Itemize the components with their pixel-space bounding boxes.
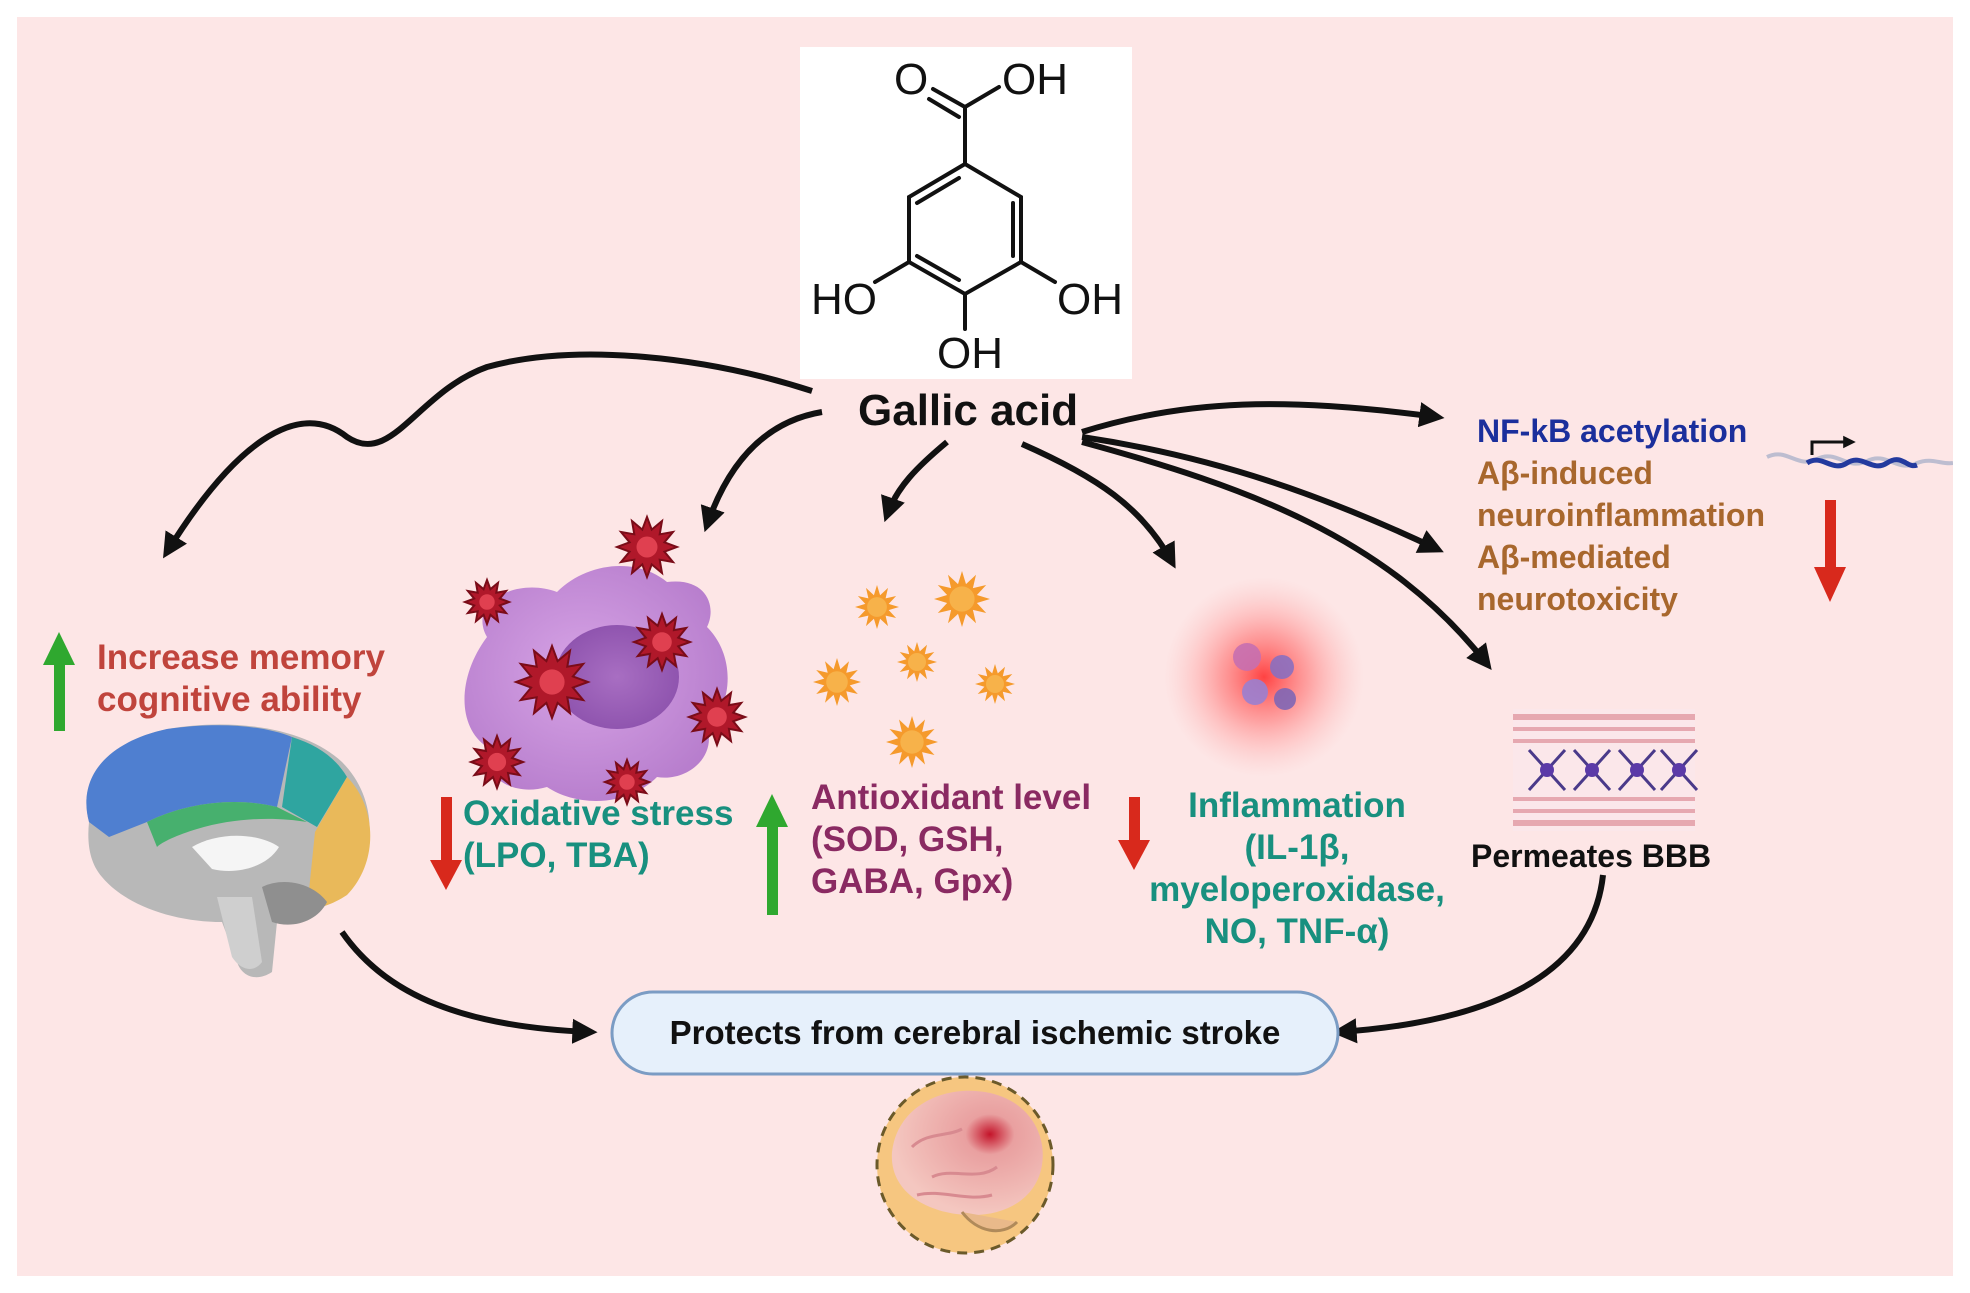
ros-particle: [513, 643, 591, 721]
antioxidant-particle: [813, 658, 861, 706]
up-arrow-memory: [43, 632, 75, 731]
bbb-label: Permeates BBB: [1471, 838, 1712, 874]
outcome-label: Protects from cerebral ischemic stroke: [669, 1014, 1281, 1051]
ros-particle: [602, 757, 652, 807]
atom-bottom-oh: OH: [937, 329, 1003, 378]
nfkb-effects: Aβ-induced neuroinflammation Aβ-mediated…: [1477, 452, 1765, 620]
antioxidant-label: Antioxidant level (SOD, GSH, GABA, Gpx): [811, 777, 1091, 903]
inflammation-line-1: Inflammation: [1188, 786, 1406, 825]
compound-name: Gallic acid: [858, 386, 1079, 435]
nfkb-line-1: Aβ-induced: [1477, 455, 1653, 491]
inflammation-line-4: NO, TNF-α): [1204, 912, 1390, 951]
bbb-icon: [1513, 709, 1699, 831]
atom-left-oh: HO: [811, 275, 877, 324]
ros-particle: [614, 514, 680, 580]
astrocyte: [1572, 748, 1612, 792]
ros-particle: [686, 686, 748, 748]
down-arrow-oxidative: [430, 797, 462, 890]
antioxidant-particle: [897, 642, 937, 682]
outcome-pill: [610, 990, 1340, 1076]
ros-particle: [468, 733, 526, 791]
oxidative-line-1: Oxidative stress: [463, 794, 734, 833]
antioxidant-particle: [855, 585, 899, 629]
nfkb-line-4: neurotoxicity: [1477, 581, 1678, 617]
diagram-panel: O OH HO OH OH Gallic acid Increase memor…: [17, 17, 1953, 1276]
nfkb-line-3: Aβ-mediated: [1477, 539, 1671, 575]
antioxidant-line-2: (SOD, GSH,: [811, 820, 1004, 859]
oxidative-label: Oxidative stress (LPO, TBA): [463, 793, 733, 877]
dna-icon: [1766, 435, 1953, 469]
inflammation-label: Inflammation (IL-1β, myeloperoxidase, NO…: [1127, 785, 1467, 953]
antioxidant-particle: [934, 571, 990, 627]
astrocyte: [1659, 748, 1699, 792]
memory-line-1: Increase memory: [97, 638, 385, 677]
memory-line-2: cognitive ability: [97, 680, 362, 719]
atom-right-oh: OH: [1057, 275, 1123, 324]
stroke-brain-icon: [875, 1075, 1055, 1255]
atom-carbonyl-o: O: [894, 55, 929, 104]
inflammation-icon: [1164, 577, 1364, 777]
brain-icon: [86, 724, 371, 978]
astrocyte: [1527, 748, 1567, 792]
antioxidant-line-3: GABA, Gpx): [811, 862, 1014, 901]
inflammation-line-2: (IL-1β,: [1244, 828, 1350, 867]
oxidative-line-2: (LPO, TBA): [463, 836, 650, 875]
antioxidant-particle: [886, 716, 938, 768]
inflammation-line-3: myeloperoxidase,: [1149, 870, 1445, 909]
antioxidant-particles: [813, 571, 1015, 768]
connector-arrows: [163, 351, 1606, 1044]
nfkb-line-2: neuroinflammation: [1477, 497, 1766, 533]
up-arrow-antioxidant: [756, 794, 788, 915]
antioxidant-line-1: Antioxidant level: [811, 778, 1092, 817]
memory-label: Increase memory cognitive ability: [97, 637, 385, 721]
gallic-acid-structure: [873, 85, 1057, 331]
ros-particle: [631, 611, 693, 673]
antioxidant-particle: [975, 664, 1015, 704]
down-arrow-inflammation: [1118, 797, 1150, 870]
down-arrow-nfkb: [1814, 500, 1846, 602]
atom-acid-oh: OH: [1002, 55, 1068, 104]
indicator-arrows: [43, 500, 1846, 915]
ros-particle: [462, 577, 512, 627]
ros-particles: [462, 514, 748, 807]
astrocyte: [1617, 748, 1657, 792]
nfkb-title: NF-kB acetylation: [1477, 413, 1748, 449]
diagram-art: [43, 47, 1953, 1255]
